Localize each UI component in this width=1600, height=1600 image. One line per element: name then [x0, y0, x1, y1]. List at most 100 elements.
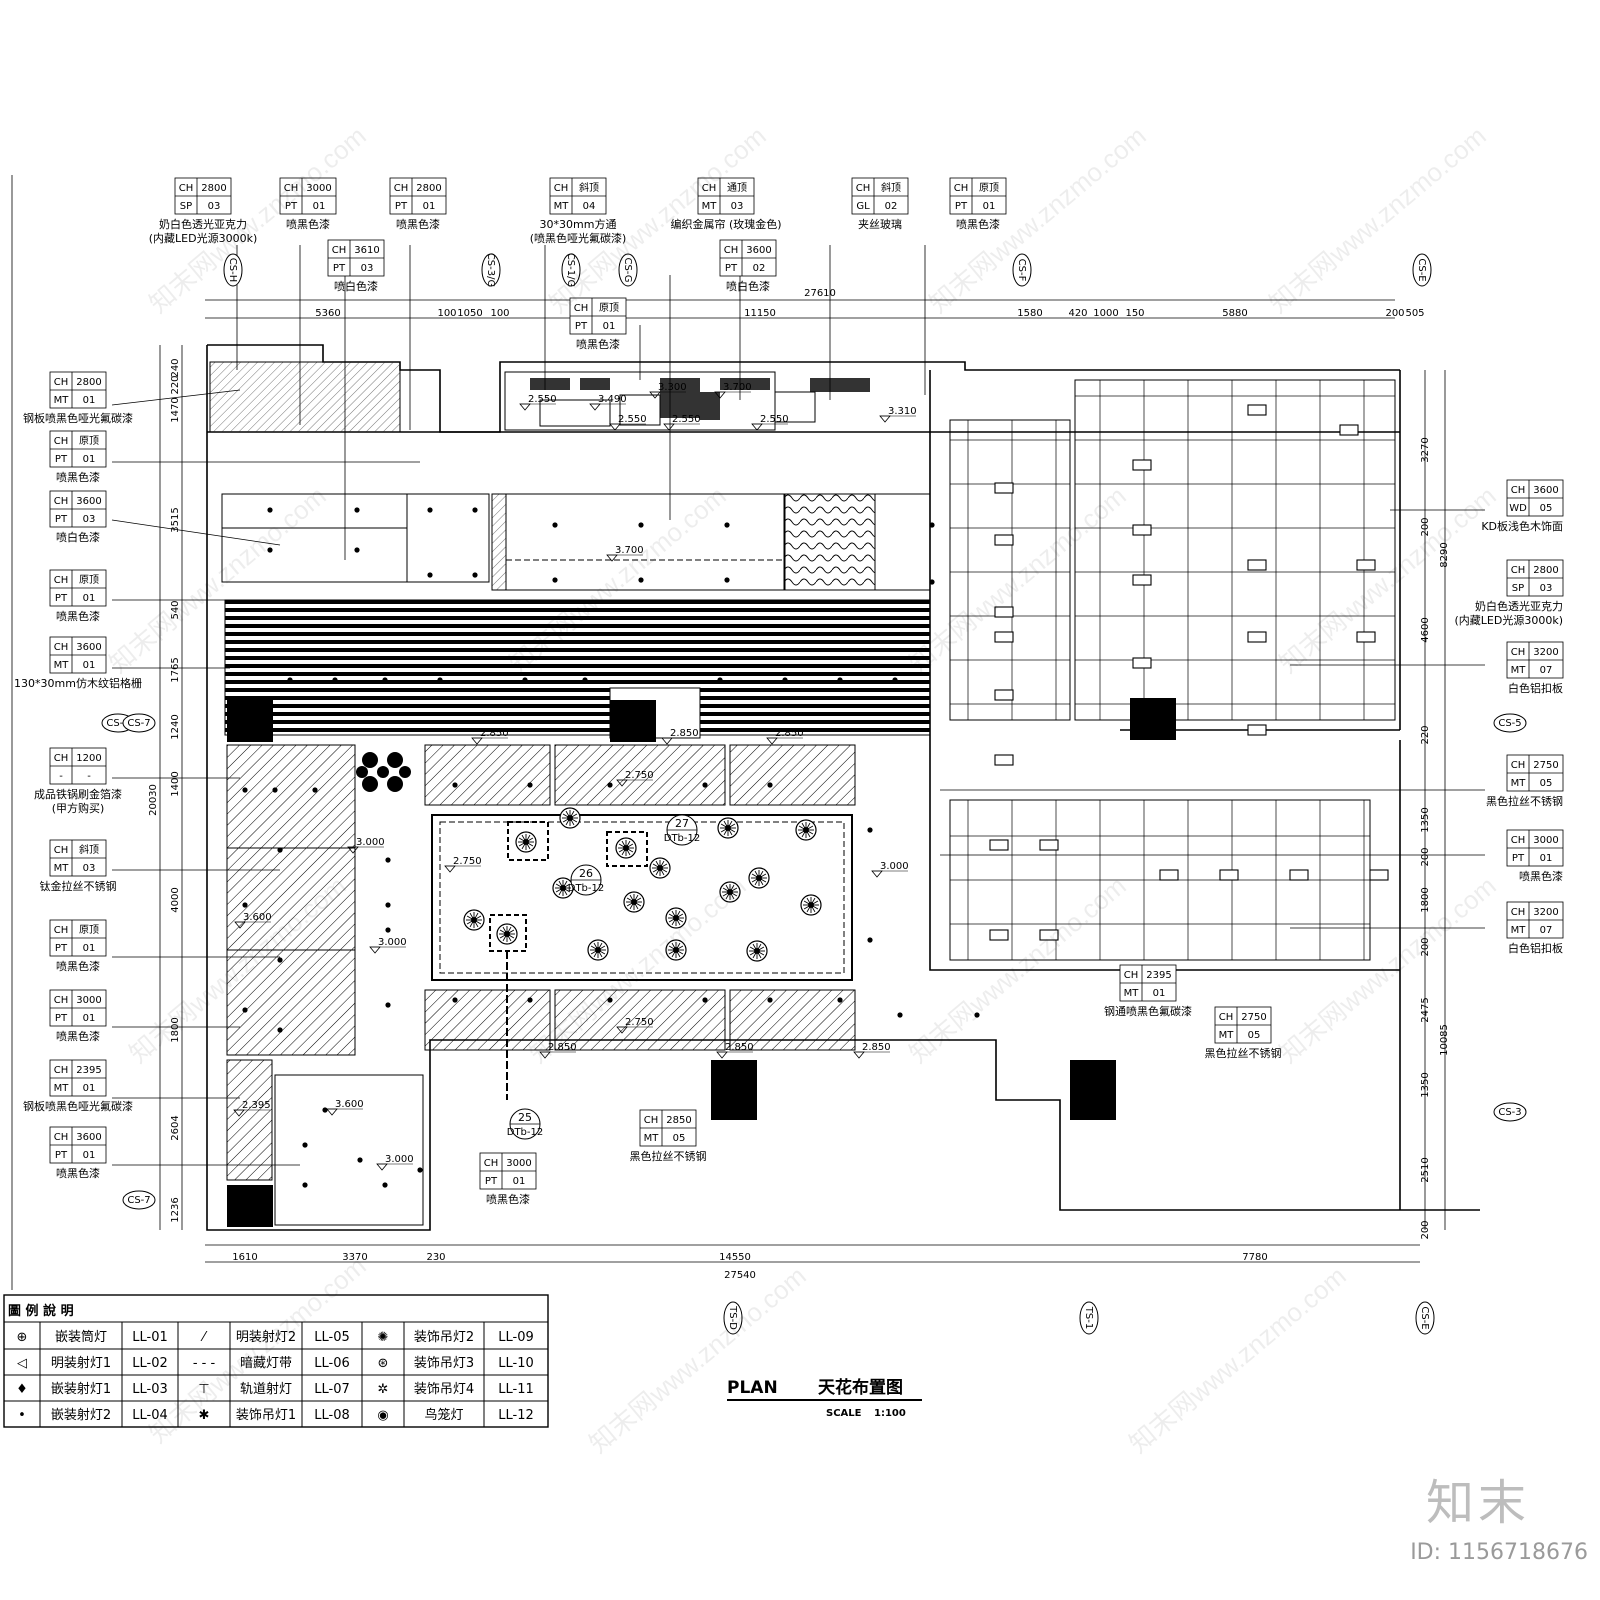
elevation-value: 2.850 [670, 728, 699, 739]
elevation-marker: 2.850 [716, 1042, 754, 1059]
tag-ceiling-height: 3000 [306, 183, 331, 194]
tag-material-number: 01 [83, 1013, 96, 1024]
lamp-panel-icon [1247, 559, 1267, 571]
tag-ceiling-height: 斜顶 [79, 843, 99, 856]
downlight-icon [867, 937, 873, 943]
dimension-top: 5880 [1222, 308, 1247, 319]
tag-ceiling-height: 3600 [76, 1132, 101, 1143]
dimension-left: 240 [170, 358, 181, 377]
lamp-panel-icon [994, 534, 1014, 546]
tag-description: 30*30mm方通 [540, 217, 617, 231]
tag-material-number: 05 [1540, 503, 1553, 514]
tag-description: 喷黑色漆 [956, 217, 1000, 231]
dimension-left: 1240 [170, 714, 181, 739]
downlight-icon [242, 902, 248, 908]
dimension-top: 100 [490, 308, 509, 319]
tag-code: CH [54, 845, 69, 856]
elevation-marker: 2.750 [444, 856, 482, 873]
scale-value: 1:100 [874, 1408, 906, 1419]
downlight-icon [638, 577, 644, 583]
dimension-left: 20030 [148, 784, 159, 816]
tag-description: 钢通喷黑色氟碳漆 [1104, 1004, 1192, 1018]
image-id: ID: 1156718676 [1410, 1540, 1588, 1565]
tag-material-number: 01 [1153, 988, 1166, 999]
axis-marker: CS-3/G [481, 253, 501, 287]
downlight-icon [332, 677, 338, 683]
elevation-value: 3.300 [658, 382, 687, 393]
downlight-icon [527, 997, 533, 1003]
axis-marker: CS-7 [122, 713, 156, 733]
downlight-icon [385, 927, 391, 933]
dimension-bottom: 7780 [1242, 1252, 1267, 1263]
downlight-icon [552, 522, 558, 528]
tag-description: 喷白色漆 [56, 530, 100, 544]
legend-item-code: LL-11 [498, 1382, 534, 1397]
tag-code: CH [54, 642, 69, 653]
tag-material-type: PT [55, 1013, 68, 1024]
elevation-value: 2.850 [725, 1042, 754, 1053]
downlight-icon [929, 579, 935, 585]
elevation-marker: 3.000 [871, 861, 909, 878]
legend-item-code: LL-01 [132, 1330, 168, 1345]
dimension-top-total: 27610 [804, 288, 836, 299]
dimension-left: 3515 [170, 507, 181, 532]
legend-item-code: LL-03 [132, 1382, 168, 1397]
elevation-value: 3.000 [356, 837, 385, 848]
tag-material-type: PT [333, 263, 346, 274]
top-service-strip [209, 361, 870, 433]
pendant-lamp-icon [623, 891, 645, 913]
downlight-icon [607, 782, 613, 788]
tag-code: CH [1124, 970, 1139, 981]
downlight-icon [427, 507, 433, 513]
dimension-right: 200 [1420, 847, 1431, 866]
pendant-lamp-icon [748, 867, 770, 889]
tag-material-type: MT [1511, 778, 1527, 789]
tag-material-number: 03 [731, 201, 744, 212]
tag-material-number: 01 [983, 201, 996, 212]
tag-material-number: 01 [423, 201, 436, 212]
tag-code: CH [1219, 1012, 1234, 1023]
tag-material-number: 01 [313, 201, 326, 212]
pendant-lamp-icon [746, 940, 768, 962]
elevation-marker: 3.490 [589, 394, 627, 411]
tag-code: CH [54, 1132, 69, 1143]
dimension-right: 4600 [1420, 617, 1431, 642]
legend-item-code: LL-04 [132, 1408, 168, 1423]
elevation-value: 3.310 [888, 406, 917, 417]
tag-description: 喷黑色漆 [486, 1192, 530, 1206]
elevation-value: 2.550 [672, 414, 701, 425]
tag-code: CH [484, 1158, 499, 1169]
elevation-marker: 3.000 [369, 937, 407, 954]
downlight-icon [277, 957, 283, 963]
tag-code: CH [1511, 835, 1526, 846]
legend-item-code: LL-05 [314, 1330, 350, 1345]
downlight-icon [452, 782, 458, 788]
lamp-panel-icon [1132, 657, 1152, 669]
axis-marker: CS-E [1412, 253, 1432, 287]
elevation-marker: 2.750 [616, 770, 654, 787]
elevation-value: 2.850 [775, 728, 804, 739]
recessed-spotlight-icon: ♦ [16, 1382, 28, 1397]
legend-item-name: 明装射灯2 [236, 1329, 296, 1345]
downlight-icon [724, 577, 730, 583]
callout-reference: DTb-12 [664, 833, 701, 844]
tag-material-type: PT [955, 201, 968, 212]
plan-title-right: 天花布置图 [818, 1377, 903, 1398]
lamp-panel-icon [1247, 631, 1267, 643]
lamp-panel-icon [1132, 459, 1152, 471]
tag-material-type: PT [55, 1150, 68, 1161]
downlight-icon [837, 997, 843, 1003]
pendant-lamp-icon [665, 939, 687, 961]
tag-description: 喷白色漆 [726, 279, 770, 293]
tiled-ceiling [949, 379, 1396, 961]
tag-material-number: 01 [1540, 853, 1553, 864]
callout-reference: DTb-12 [507, 1127, 544, 1138]
left-hatched-strip [226, 744, 356, 1181]
pendant-lamp-icon [649, 857, 671, 879]
